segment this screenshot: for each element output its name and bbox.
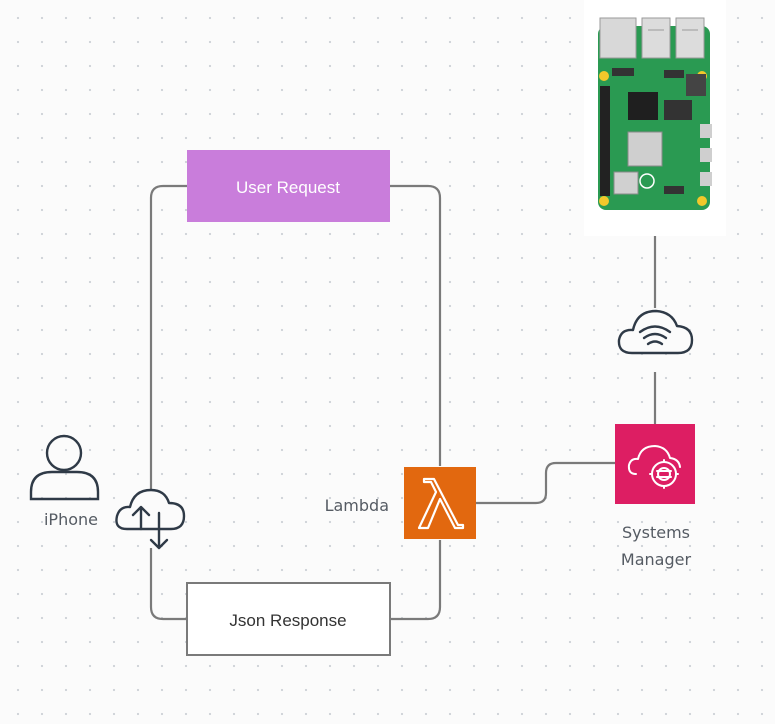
user-request-node[interactable]: User Request — [187, 150, 390, 222]
json-response-box — [186, 582, 391, 656]
lambda-icon — [417, 477, 465, 530]
systems-manager-label-line2: Manager — [621, 550, 692, 569]
raspberry-pi-board-image — [598, 17, 712, 210]
connector-lambda-to-response — [390, 540, 442, 621]
cloud-upload-download-icon — [115, 488, 186, 550]
connector-cloud-to-request — [149, 184, 187, 492]
systems-manager-box — [615, 424, 695, 504]
systems-manager-icon — [627, 445, 681, 489]
user-icon — [29, 434, 100, 501]
systems-manager-label-line1: Systems — [622, 523, 690, 542]
raspberry-pi-node[interactable] — [584, 0, 726, 236]
connectors — [149, 184, 657, 621]
user-request-box — [187, 150, 390, 222]
connector-lambda-to-systems-manager — [476, 461, 615, 505]
connector-request-to-lambda — [390, 184, 442, 466]
lambda-node[interactable]: Lambda — [325, 467, 476, 539]
iphone-node[interactable]: iPhone — [29, 434, 100, 529]
iphone-label: iPhone — [44, 510, 98, 529]
systems-manager-node[interactable]: Systems Manager — [615, 424, 695, 569]
lambda-label: Lambda — [325, 496, 389, 515]
cloud-wifi-icon[interactable] — [617, 309, 694, 355]
json-response-label: Json Response — [229, 611, 346, 630]
user-request-label: User Request — [236, 178, 340, 197]
json-response-node[interactable]: Json Response — [186, 582, 391, 656]
lambda-box — [404, 467, 476, 539]
connector-response-to-cloud — [149, 548, 187, 621]
